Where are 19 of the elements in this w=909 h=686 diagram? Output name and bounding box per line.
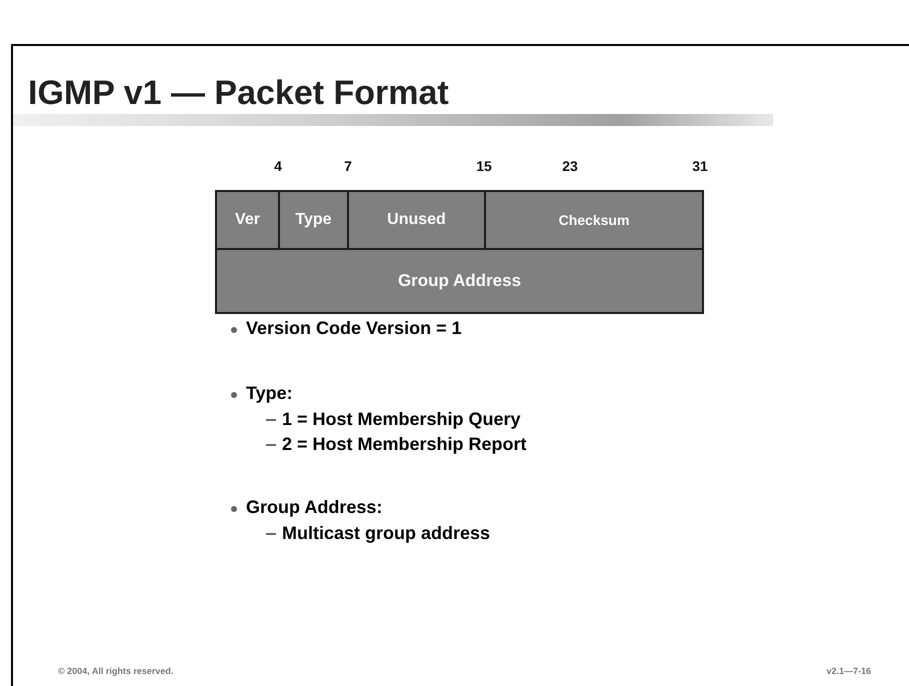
bullet-text: 1 = Host Membership Query xyxy=(282,409,521,430)
bullet-text: Multicast group address xyxy=(282,523,490,544)
bullet-text: Version Code Version = 1 xyxy=(246,318,462,339)
packet-field: Unused xyxy=(347,190,486,250)
packet-field: Checksum xyxy=(484,190,704,250)
slide-number: v2.1—7-16 xyxy=(826,666,871,676)
bullet-text: 2 = Host Membership Report xyxy=(282,434,527,455)
bit-position: 7 xyxy=(344,158,352,174)
bit-position: 31 xyxy=(692,158,708,174)
packet-field: Type xyxy=(278,190,349,250)
bullet-text: Group Address: xyxy=(246,497,382,518)
packet-field: Ver xyxy=(215,190,280,250)
bit-position: 4 xyxy=(274,158,282,174)
copyright-note: © 2004, All rights reserved. xyxy=(58,666,174,676)
bit-position: 23 xyxy=(562,158,578,174)
slide-title: IGMP v1 — Packet Format xyxy=(28,74,449,113)
bit-position: 15 xyxy=(476,158,492,174)
packet-field: Group Address xyxy=(215,248,704,314)
bullet-text: Type: xyxy=(246,383,293,404)
